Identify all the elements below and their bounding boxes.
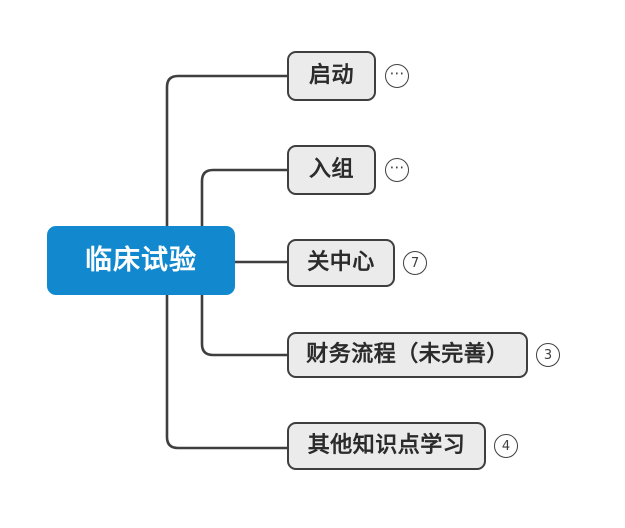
node-label-guanzhongxin: 关中心 (307, 250, 375, 275)
collapse-badge-qidong[interactable]: ⋯ (385, 64, 409, 88)
node-label-caiwuliucheng: 财务流程（未完善） (306, 342, 509, 367)
count-badge-guanzhongxin-text: 7 (410, 255, 420, 271)
mindmap-node-caiwuliucheng[interactable]: 财务流程（未完善） (287, 332, 528, 378)
mindmap-node-qitazhishidian[interactable]: 其他知识点学习 (287, 422, 486, 470)
count-badge-qitazhishidian-text: 4 (501, 438, 511, 454)
node-label-qidong: 启动 (308, 63, 354, 88)
count-badge-caiwuliucheng[interactable]: 3 (536, 343, 560, 367)
count-badge-caiwuliucheng-text: 3 (543, 347, 553, 363)
node-label-ruzu: 入组 (308, 157, 354, 182)
collapse-badge-ruzu-text: ⋯ (389, 157, 405, 176)
mindmap-node-guanzhongxin[interactable]: 关中心 (287, 239, 395, 287)
mindmap-node-qidong[interactable]: 启动 (287, 51, 376, 101)
count-badge-qitazhishidian[interactable]: 4 (494, 434, 518, 458)
mindmap-root-node[interactable]: 临床试验 (47, 226, 235, 295)
collapse-badge-ruzu[interactable]: ⋯ (385, 158, 409, 182)
root-node-label: 临床试验 (85, 245, 197, 276)
count-badge-guanzhongxin[interactable]: 7 (403, 251, 427, 275)
node-label-qitazhishidian: 其他知识点学习 (307, 433, 466, 458)
mindmap-node-ruzu[interactable]: 入组 (287, 145, 376, 195)
collapse-badge-qidong-text: ⋯ (389, 63, 405, 82)
